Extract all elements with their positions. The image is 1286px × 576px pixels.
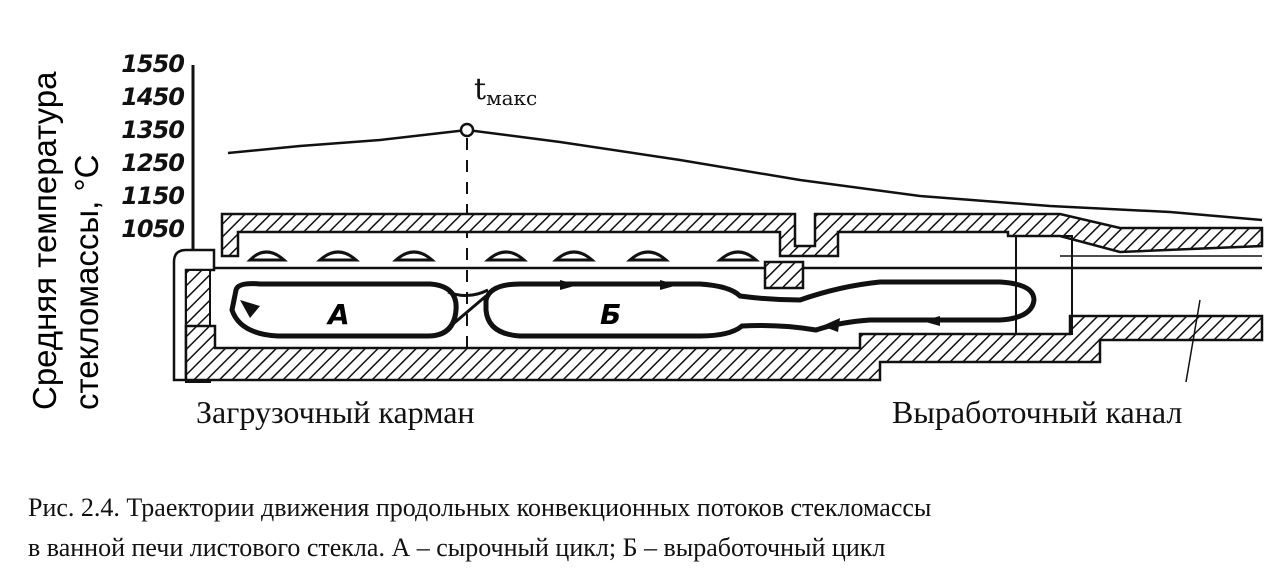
burner-ports [246, 250, 760, 262]
tick-label: 1250 [121, 149, 185, 177]
y-axis-unit: °C [68, 154, 105, 191]
flow-arrows [240, 280, 940, 332]
temperature-curve [227, 128, 1263, 222]
furnace-bottom [184, 314, 1264, 382]
y-axis-title-text: стекломассы, [68, 192, 105, 410]
loading-pocket-label: Загрузочный карман [196, 394, 475, 430]
tmax-sub: макс [486, 86, 538, 110]
flow-arrow [922, 316, 940, 326]
y-axis-title-line1: Средняя температура [26, 71, 63, 410]
y-axis-title-line2: стекломассы, °C [68, 154, 105, 410]
loop-connector [445, 294, 487, 332]
loop-connector [447, 288, 489, 297]
tick-label: 1050 [121, 215, 185, 243]
convection-loop-a [229, 281, 459, 339]
y-axis-title-svg: Средняя температура стекломассы, °C [26, 71, 105, 410]
furnace-crown [220, 212, 1264, 258]
tick-label: 1550 [121, 50, 185, 78]
tick-label: 1350 [121, 116, 185, 144]
burner-port [626, 250, 670, 262]
tmax-point [459, 122, 475, 138]
caption-line-1: Рис. 2.4. Траектории движения продольных… [28, 493, 932, 522]
burner-port [484, 250, 528, 262]
convection-loop-b [483, 279, 1037, 339]
flow-arrow [240, 300, 260, 318]
burner-port [246, 250, 288, 262]
flow-arrow [660, 280, 678, 290]
working-channel-label: Выработочный канал [892, 394, 1183, 430]
flow-arrow [822, 318, 840, 332]
loop-a-label: А [326, 298, 350, 331]
tick-label: 1450 [121, 83, 185, 111]
figure-caption: Рис. 2.4. Траектории движения продольных… [28, 488, 1268, 568]
section-line [1185, 299, 1201, 383]
y-axis-title: Средняя температура стекломассы, °C [8, 20, 108, 410]
flow-arrow [560, 280, 578, 290]
burner-port [316, 250, 360, 262]
loop-b-label: Б [600, 298, 621, 331]
caption-line-2: в ванной печи листового стекла. А – сыро… [28, 533, 886, 562]
tick-label: 1150 [121, 182, 185, 210]
burner-port [392, 250, 436, 262]
tmax-label: tмакс [474, 72, 537, 110]
burner-port [552, 250, 596, 262]
tmax-base: t [474, 72, 487, 107]
suspended-wall [763, 260, 805, 290]
burner-port [716, 250, 760, 262]
